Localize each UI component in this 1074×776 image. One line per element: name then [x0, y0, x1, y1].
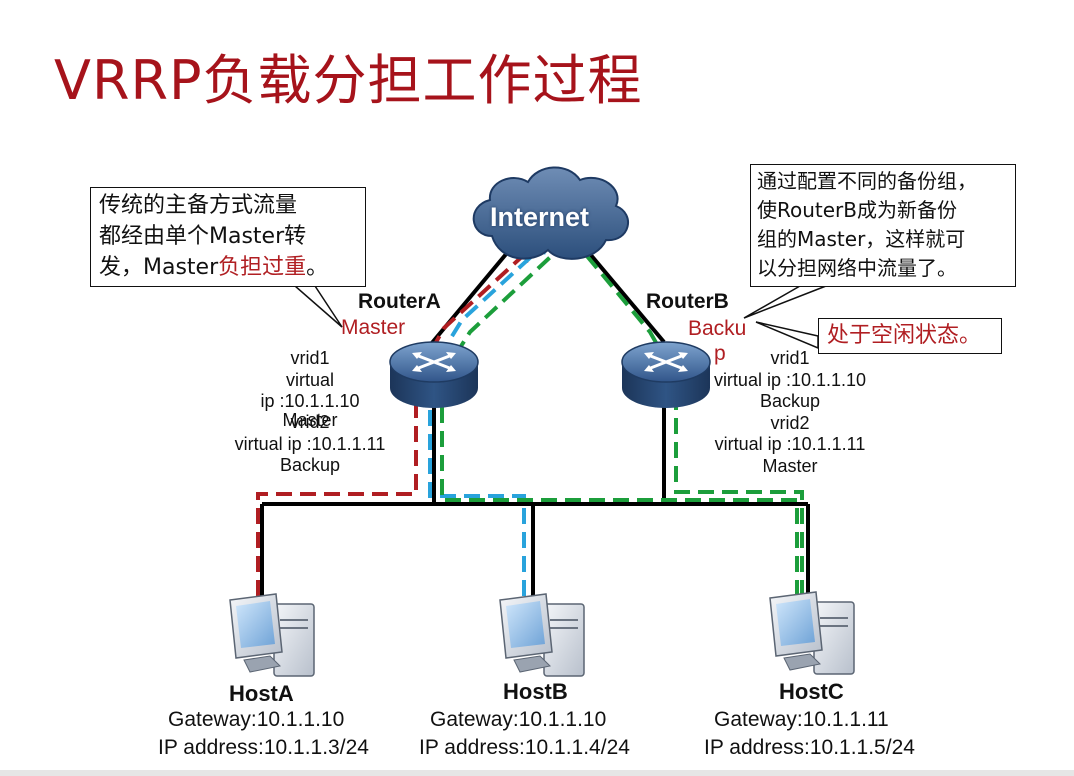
host-c-name: HostC	[779, 679, 844, 704]
router-b-role-cont: p	[714, 342, 726, 365]
traffic-path-hostb	[428, 242, 547, 596]
config-line: Master	[282, 409, 338, 430]
page-title: VRRP负载分担工作过程	[54, 49, 643, 112]
config-line: virtual	[285, 369, 334, 390]
host-a-name: HostA	[229, 681, 294, 706]
router-b-icon	[621, 341, 711, 408]
host-b-name: HostB	[503, 679, 568, 704]
callout-left: 传统的主备方式流量 都经由单个Master转 发，Master负担过重。	[90, 187, 366, 287]
callout-left-line3: 发，Master负担过重。	[99, 255, 329, 280]
callout-right-line: 组的Master，这样就可	[757, 227, 966, 251]
callout-idle: 处于空闲状态。	[818, 318, 1002, 354]
host-c-gateway: Gateway:10.1.1.11	[714, 708, 889, 731]
host-b-gateway: Gateway:10.1.1.10	[430, 708, 607, 731]
config-line: ip :10.1.1.10	[260, 391, 360, 411]
callout-left-line1: 传统的主备方式流量	[99, 193, 298, 218]
config-line: vrid2	[770, 412, 810, 433]
host-a-computer-icon	[229, 593, 315, 677]
internet-cloud-icon	[472, 166, 629, 260]
callout-pointers	[292, 285, 827, 350]
config-line: virtual ip :10.1.1.10	[713, 369, 867, 390]
callout-right-line: 使RouterB成为新备份	[757, 198, 957, 222]
router-b-role: Backu	[688, 317, 747, 340]
traffic-path-hostc	[440, 236, 804, 596]
config-line: vrid1	[290, 348, 330, 368]
config-line: virtual ip :10.1.1.11	[714, 434, 866, 454]
host-b-ip: IP address:10.1.1.4/24	[419, 736, 630, 759]
config-line: Backup	[759, 391, 821, 411]
router-b-name: RouterB	[646, 290, 729, 313]
config-line: Backup	[279, 455, 341, 475]
callout-right-line: 以分担网络中流量了。	[757, 256, 957, 280]
config-line: virtual ip :10.1.1.11	[234, 433, 386, 454]
host-b-computer-icon	[499, 593, 585, 677]
callout-right: 通过配置不同的备份组， 使RouterB成为新备份 组的Master，这样就可 …	[750, 164, 1016, 287]
host-a-gateway: Gateway:10.1.1.10	[168, 708, 345, 731]
router-a-config-2: vrid2 virtual ip :10.1.1.11 Backup	[228, 412, 392, 477]
traffic-path-hosta	[256, 250, 529, 596]
router-a-config: vrid1 virtual ip :10.1.1.10 Master	[228, 348, 392, 431]
internet-label: Internet	[490, 202, 590, 232]
slide-bottom-bar	[0, 770, 1074, 776]
host-a-ip: IP address:10.1.1.3/24	[158, 736, 369, 759]
router-b-config: vrid1 virtual ip :10.1.1.10 Backup vrid2…	[702, 348, 878, 477]
config-line: vrid1	[770, 348, 810, 368]
callout-right-line: 通过配置不同的备份组，	[757, 169, 977, 193]
router-a-role: Master	[341, 316, 406, 339]
config-line: vrid2	[290, 412, 330, 432]
host-c-computer-icon	[769, 591, 855, 675]
router-a-icon	[389, 341, 479, 408]
host-c-ip: IP address:10.1.1.5/24	[704, 736, 915, 759]
router-a-name: RouterA	[358, 290, 441, 313]
callout-left-line2: 都经由单个Master转	[99, 224, 307, 249]
config-line: Master	[762, 455, 818, 476]
